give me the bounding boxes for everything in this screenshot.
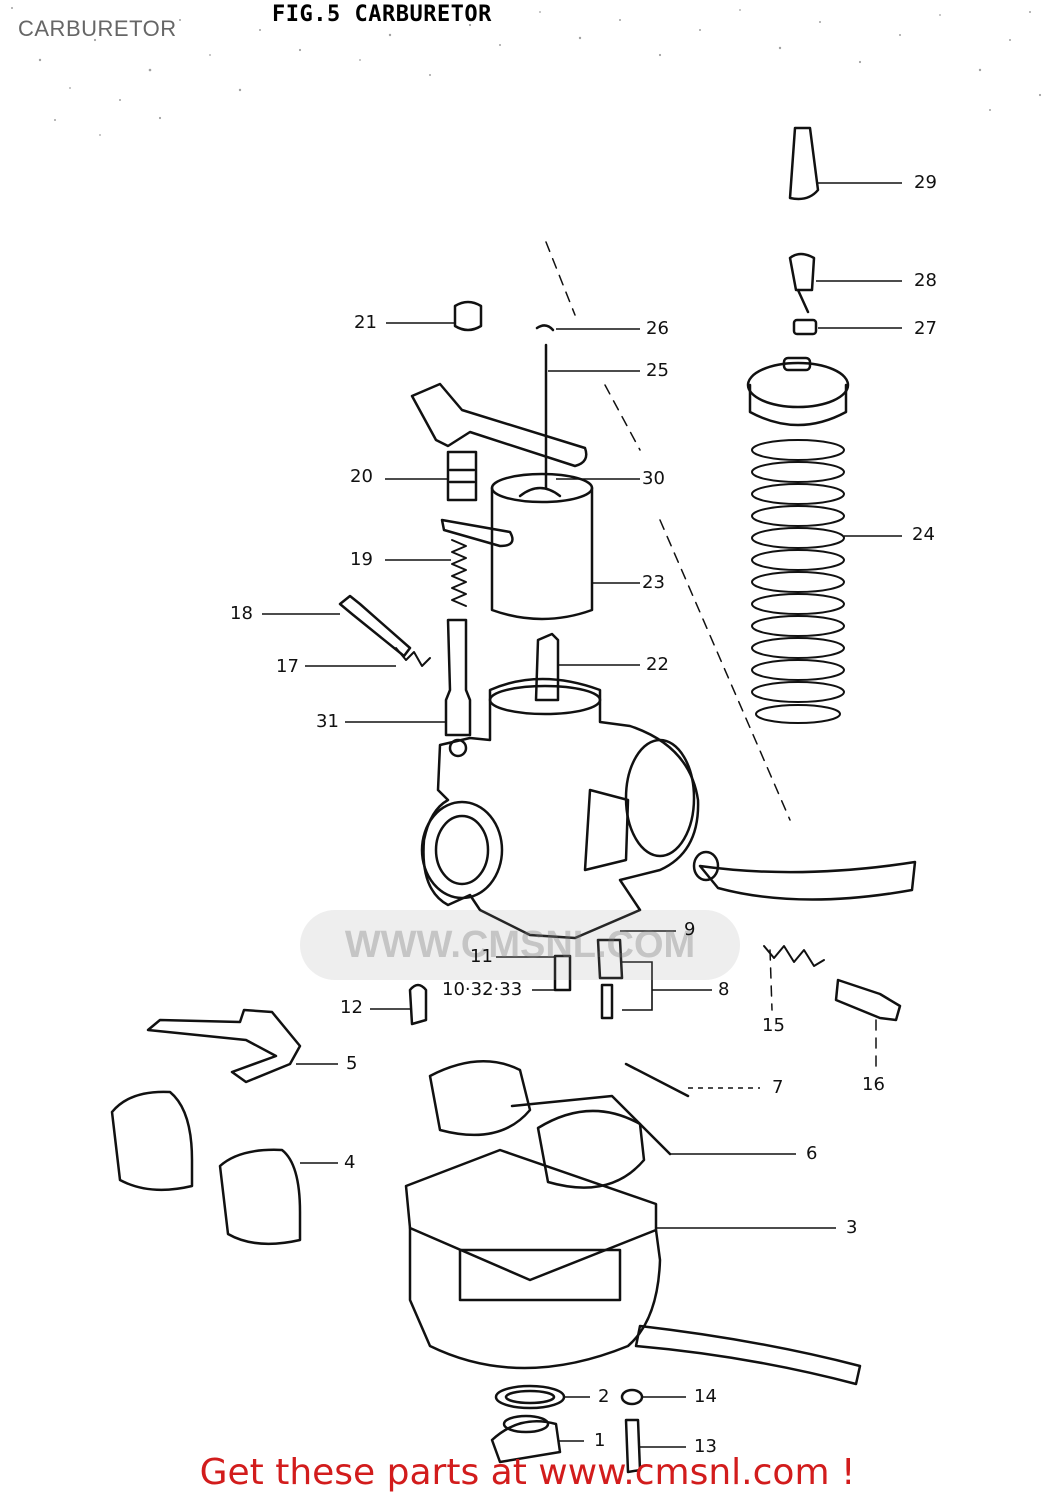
part-22-needle-jet: [534, 632, 560, 702]
part-4-cover-b: [218, 1148, 302, 1246]
part-4-cover-a: [110, 1090, 194, 1192]
callout-28: 28: [914, 270, 937, 291]
part-7-pin: [624, 1062, 690, 1098]
scanned-texture: [11, 7, 1042, 136]
part-20-lever: [410, 382, 588, 468]
callout-2: 2: [598, 1386, 610, 1407]
callout-12: 12: [340, 997, 363, 1018]
callout-27: 27: [914, 318, 937, 339]
callout-14: 14: [694, 1386, 717, 1407]
callout-25: 25: [646, 360, 669, 381]
part-28-adjuster: [788, 252, 816, 292]
part-6-float-b: [536, 1109, 646, 1189]
part-12-pilot-jet: [408, 983, 428, 1026]
callout-6: 6: [806, 1143, 818, 1164]
callout-1: 1: [594, 1430, 606, 1451]
callout-3: 3: [846, 1217, 858, 1238]
callout-31: 31: [316, 711, 339, 732]
part-13-screw: [624, 1418, 642, 1474]
callout-5: 5: [346, 1053, 358, 1074]
callout-20: 20: [350, 466, 373, 487]
callout-15: 15: [762, 1015, 785, 1036]
part-29-boot: [788, 126, 820, 201]
callout-21: 21: [354, 312, 377, 333]
part-24-spring: [751, 439, 845, 724]
figure-title: FIG.5 CARBURETOR: [272, 2, 492, 27]
callout-22: 22: [646, 654, 669, 675]
vent-hose: [698, 860, 917, 901]
part-18-screw: [338, 594, 412, 658]
callout-16: 16: [862, 1074, 885, 1095]
part-17-spring: [395, 647, 431, 667]
callout-13: 13: [694, 1436, 717, 1457]
part-6-float-a: [428, 1060, 532, 1137]
callout-10-32-33: 10·32·33: [442, 979, 523, 1000]
part-23-throttle-valve: [490, 486, 594, 621]
callout-9: 9: [684, 919, 696, 940]
callout-29: 29: [914, 172, 937, 193]
callout-24: 24: [912, 524, 935, 545]
callout-23: 23: [642, 572, 665, 593]
float-bowl: [408, 1226, 662, 1370]
part-19-spring: [451, 539, 467, 607]
part-15-spring: [763, 945, 825, 967]
part-3-gasket: [404, 1148, 658, 1282]
part-8-needle-valve: [596, 938, 624, 980]
part-21-cap: [453, 300, 483, 332]
page-caption: CARBURETOR: [18, 16, 177, 41]
callout-4: 4: [344, 1152, 356, 1173]
shop-link[interactable]: Get these parts at www.cmsnl.com !: [199, 1452, 856, 1493]
callout-8: 8: [718, 979, 730, 1000]
callout-7: 7: [772, 1077, 784, 1098]
part-14-washer: [620, 1388, 644, 1406]
part-10-main-jet: [553, 954, 572, 992]
callout-30: 30: [642, 468, 665, 489]
part-1-plug: [490, 1420, 562, 1464]
watermark: WWW.CMSNL.COM: [300, 910, 740, 980]
callout-17: 17: [276, 656, 299, 677]
callout-19: 19: [350, 549, 373, 570]
callout-18: 18: [230, 603, 253, 624]
part-31-starter-plunger: [444, 618, 472, 737]
part-5-plate: [146, 1008, 302, 1084]
callout-11: 11: [470, 946, 493, 967]
part-26-clip: [535, 324, 555, 332]
callout-26: 26: [646, 318, 669, 339]
drain-hose: [634, 1324, 862, 1386]
part-24-cap: [746, 361, 850, 409]
part-16-air-screw: [834, 978, 902, 1022]
part-27-nut: [792, 318, 818, 336]
